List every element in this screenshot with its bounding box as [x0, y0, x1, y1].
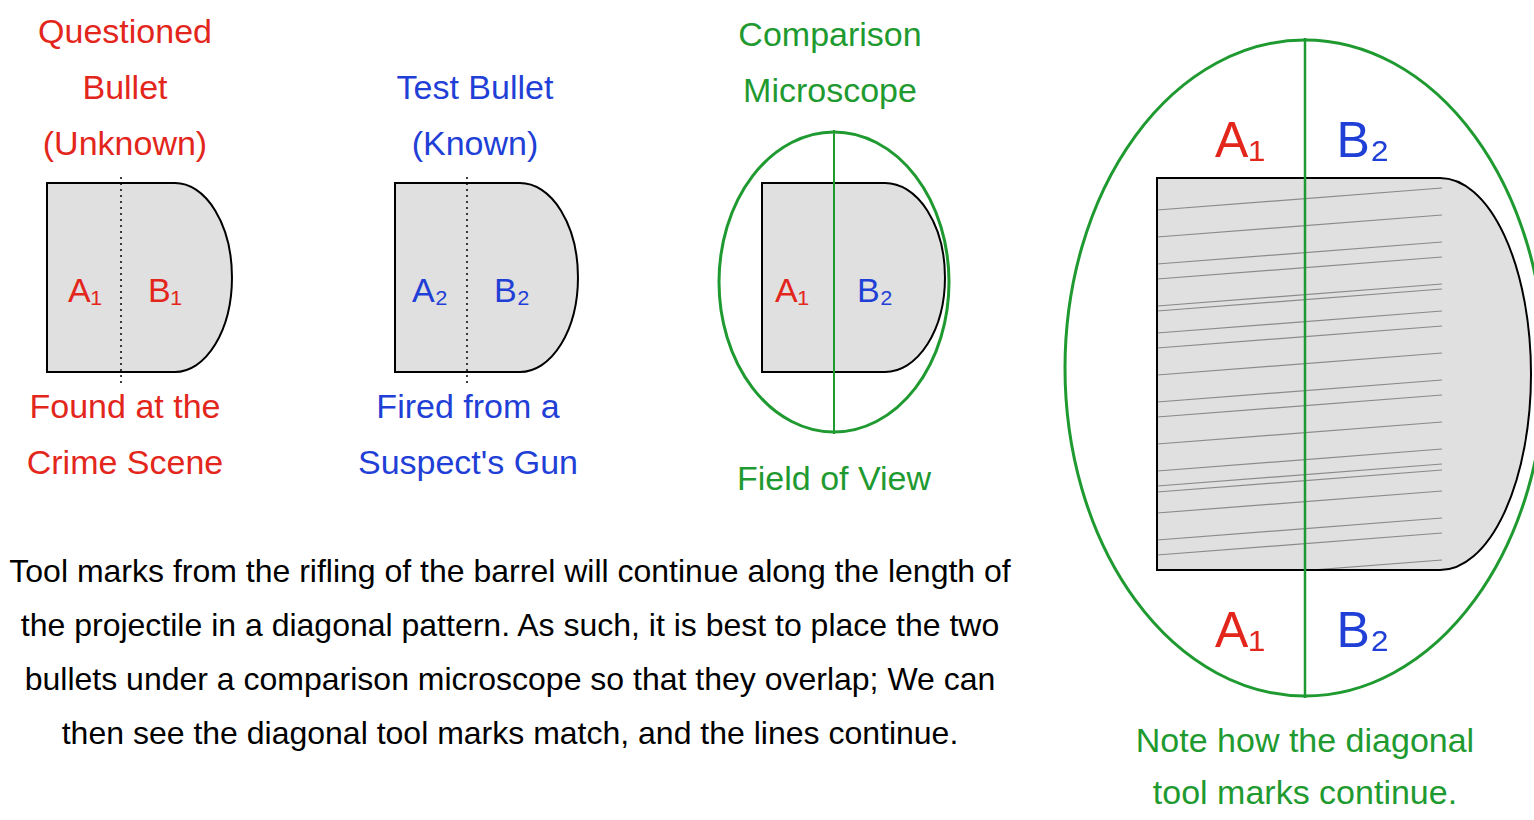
bullet-outline	[762, 183, 945, 372]
tool-mark	[1157, 188, 1442, 210]
field-of-view-circle: Comparison MicroscopeField of ViewA₁B₂	[717, 130, 951, 434]
section-label: A₁	[762, 270, 822, 310]
section-label: B₂	[1313, 111, 1413, 169]
shape-outline	[1063, 38, 1534, 698]
microscope-heading: Comparison Microscope	[710, 6, 950, 118]
bullet-heading: Questioned Bullet (Unknown)	[5, 3, 245, 171]
field-caption: Field of View	[704, 450, 964, 506]
explanation-text: Tool marks from the rifling of the barre…	[4, 544, 1016, 760]
split-line	[833, 179, 835, 376]
split-line	[833, 130, 835, 434]
overlap-bullet: A₁ B₂	[762, 183, 945, 372]
section-label: A₁	[50, 270, 120, 310]
split-line	[1304, 38, 1307, 698]
tool-mark	[1157, 284, 1442, 306]
tool-mark	[1157, 326, 1442, 348]
bullet-caption: Fired from a Suspect's Gun	[328, 378, 608, 490]
section-label: A₂	[395, 270, 465, 310]
tool-mark	[1157, 464, 1442, 486]
bullet-outline	[1157, 178, 1531, 570]
section-label: B₂	[1313, 601, 1413, 659]
bullet-caption: Found at the Crime Scene	[5, 378, 245, 490]
tool-mark	[1157, 353, 1442, 375]
tool-mark	[1157, 470, 1442, 492]
section-label: A₁	[1190, 111, 1290, 169]
bullet-shape: Questioned Bullet (Unknown)A₁B₁Found at …	[47, 183, 232, 372]
divider-line	[466, 177, 468, 386]
tool-mark	[1157, 422, 1442, 444]
divider-line	[120, 177, 122, 386]
bullet-heading: Test Bullet (Known)	[395, 59, 555, 171]
section-label: B₁	[130, 270, 200, 310]
bullet-outline	[47, 183, 232, 372]
bullet-shape: Test Bullet (Known)A₂B₂Fired from a Susp…	[395, 183, 578, 372]
tool-mark	[1157, 257, 1442, 279]
section-label: A₁	[1190, 601, 1290, 659]
bullet-outline	[395, 183, 578, 372]
note-caption: Note how the diagonal tool marks continu…	[1105, 714, 1505, 818]
tool-mark	[1157, 533, 1442, 555]
tool-mark	[1157, 395, 1442, 417]
tool-mark	[1157, 289, 1442, 311]
magnified-view-circle: A₁B₂A₁B₂Note how the diagonal tool marks…	[1063, 38, 1534, 698]
tool-mark	[1157, 491, 1442, 513]
tool-mark	[1157, 215, 1442, 237]
section-label: B₂	[477, 270, 547, 310]
bullet-fill	[1157, 178, 1531, 570]
section-label: B₂	[845, 270, 905, 310]
field-circle	[1065, 40, 1534, 696]
